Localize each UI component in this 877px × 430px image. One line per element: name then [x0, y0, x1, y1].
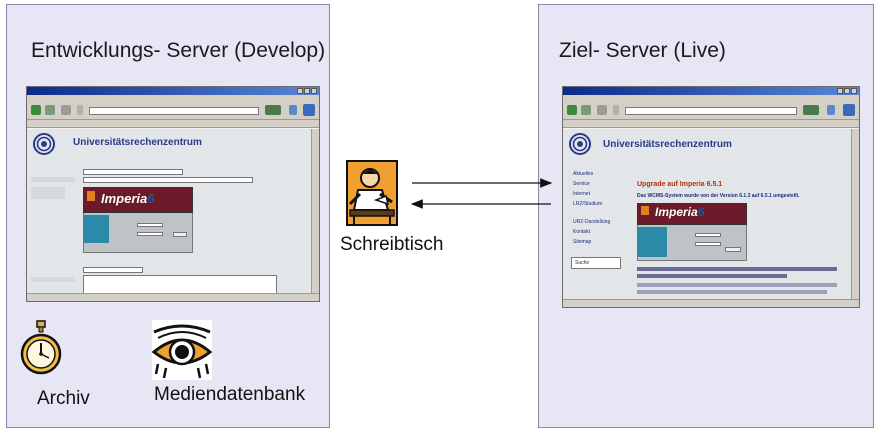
reload-icon [61, 105, 71, 115]
browser-toolbar [27, 102, 319, 120]
imperia-blue-block [83, 215, 109, 243]
bookmarks-bar [27, 120, 319, 128]
form-field-1 [83, 169, 183, 175]
print-icon [827, 105, 835, 115]
develop-server-title: Entwicklungs- Server (Develop) [31, 39, 326, 62]
form-label-column-3 [31, 277, 75, 282]
live-browser-screenshot: Universitätsrechenzentrum Aktuelles Serv… [562, 86, 860, 308]
browser-scrollbar [851, 129, 859, 299]
window-buttons [297, 88, 317, 94]
upgrade-subheading: Das WCMS-System wurde von der Version 6.… [637, 193, 800, 199]
imperia-blue-block [637, 227, 667, 257]
browser-statusbar [27, 293, 319, 301]
imperia-login-field-2 [137, 232, 163, 236]
textarea-field [83, 275, 277, 293]
university-logo-icon [33, 133, 55, 155]
form-field-3 [83, 267, 143, 273]
browser-logo-icon [843, 104, 855, 116]
body-text-line-1 [637, 267, 837, 271]
imperia-orange-block [87, 191, 95, 201]
imperia-banner [637, 203, 747, 225]
body-text-line-3 [637, 283, 837, 287]
university-title: Universitätsrechenzentrum [73, 137, 202, 148]
imperia-orange-block [641, 206, 649, 215]
nav-item-kontakt: Kontakt [573, 229, 590, 235]
imperia-login-field-1 [695, 233, 721, 237]
eye-icon [152, 320, 212, 380]
url-field [89, 107, 259, 115]
browser-toolbar [563, 102, 859, 120]
back-icon [31, 105, 41, 115]
form-label-column [31, 177, 75, 182]
nav-item-urz-darstellung: URZ-Darstellung [573, 219, 611, 225]
browser-menubar [27, 95, 319, 102]
window-buttons [837, 88, 857, 94]
imperia-login-field-2 [695, 242, 721, 246]
stop-icon [77, 105, 83, 115]
imperia-word: Imperia6 [655, 205, 705, 219]
imperia-login-button [173, 232, 187, 237]
form-label-column-2 [31, 187, 65, 199]
imperia-login-field-1 [137, 223, 163, 227]
url-field [625, 107, 797, 115]
body-text-line-2 [637, 274, 787, 278]
browser-logo-icon [303, 104, 315, 116]
upgrade-heading: Upgrade auf Imperia 6.5.1 [637, 181, 723, 188]
caption-line [83, 259, 143, 264]
nav-item-internet: Internet [573, 191, 590, 197]
imperia-login-button [725, 247, 741, 252]
live-server-title: Ziel- Server (Live) [559, 39, 726, 62]
bookmarks-bar [563, 120, 859, 128]
reload-icon [597, 105, 607, 115]
schreibtisch-label: Schreibtisch [340, 234, 444, 255]
browser-menubar [563, 95, 859, 102]
browser-titlebar [27, 87, 319, 95]
university-title: Universitätsrechenzentrum [603, 139, 732, 150]
nav-item-sitemap: Sitemap [573, 239, 592, 245]
live-page-content: Universitätsrechenzentrum Aktuelles Serv… [563, 129, 851, 299]
forward-icon [45, 105, 55, 115]
nav-item-lrz-studium: LRZ/Studium [573, 201, 603, 207]
breadcrumb-line [83, 159, 163, 164]
university-logo-icon [569, 133, 591, 155]
print-icon [289, 105, 297, 115]
nav-item-aktuelles: Aktuelles [573, 171, 594, 177]
search-box: Suche [571, 257, 621, 269]
imperia-word: Imperia6 [101, 191, 155, 206]
go-icon [265, 105, 281, 115]
imperia-banner [83, 187, 193, 213]
browser-scrollbar [311, 129, 319, 293]
stopwatch-icon [20, 320, 62, 375]
back-icon [567, 105, 577, 115]
mediendatenbank-label: Mediendatenbank [154, 384, 306, 405]
desk-person-icon [346, 160, 398, 226]
body-text-line-4 [637, 290, 827, 294]
archiv-label: Archiv [37, 388, 90, 409]
breadcrumb-line [637, 171, 717, 175]
go-icon [803, 105, 819, 115]
form-field-2 [83, 177, 253, 183]
develop-page-content: Universitätsrechenzentrum Imperia6 [27, 129, 311, 293]
stop-icon [613, 105, 619, 115]
browser-statusbar [563, 299, 859, 307]
develop-browser-screenshot: Universitätsrechenzentrum Imperia6 [26, 86, 320, 302]
nav-item-service: Service [573, 181, 590, 187]
forward-icon [581, 105, 591, 115]
browser-titlebar [563, 87, 859, 95]
